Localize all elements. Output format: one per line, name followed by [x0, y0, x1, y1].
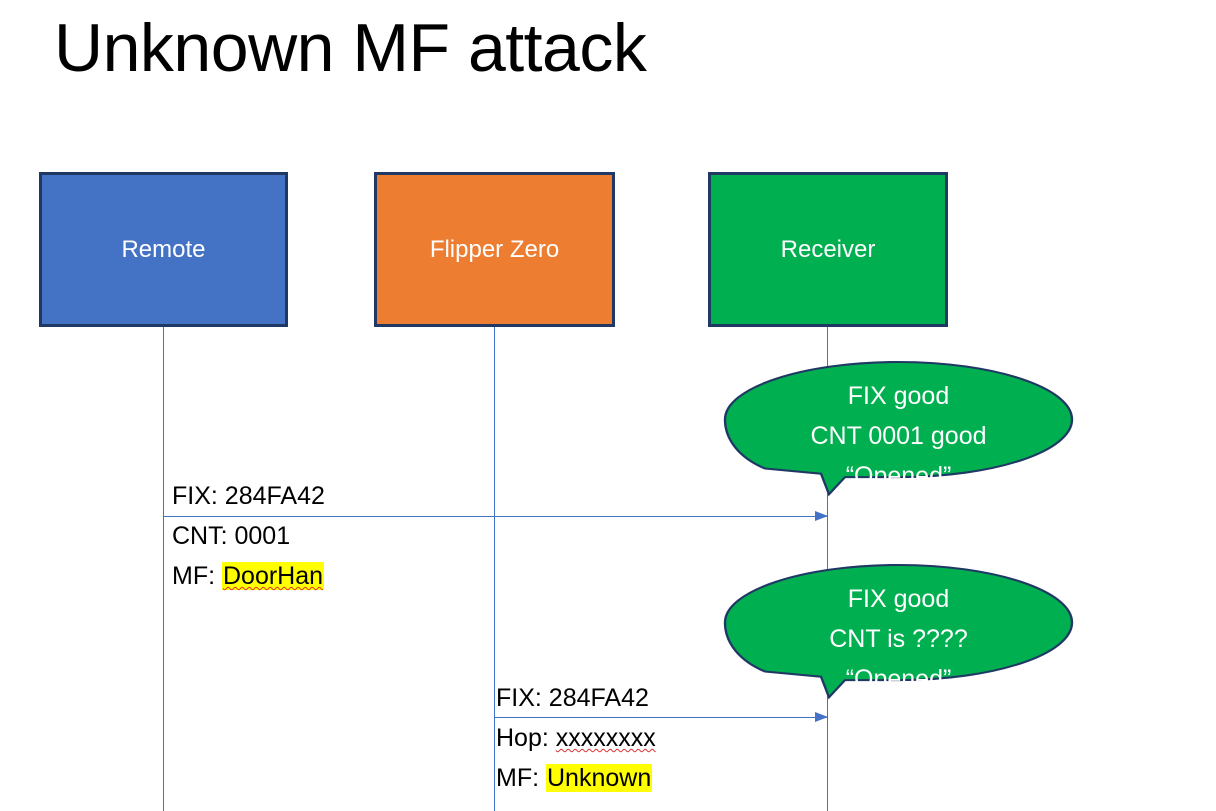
speech-bubble-shape-2 [723, 563, 1074, 700]
message2-line-mf-value: Unknown [546, 764, 653, 792]
lifeline-remote [163, 327, 164, 811]
actor-label-receiver: Receiver [780, 235, 876, 263]
actor-box-flipper[interactable]: Flipper Zero [374, 172, 615, 327]
message2-line-fix-prefix: FIX: [496, 684, 549, 712]
message2-line-mf-prefix: MF: [496, 764, 546, 792]
message2-line-fix: FIX: 284FA42 [496, 678, 656, 718]
message-line-fix-value: 284FA42 [224, 482, 325, 510]
message2-line-hop-prefix: Hop: [496, 724, 556, 752]
message-line-cnt: CNT: 0001 [172, 516, 325, 556]
message2-line-fix-value: 284FA42 [548, 684, 649, 712]
message-line-cnt-prefix: CNT: [172, 522, 235, 550]
message2-line-mf: MF: Unknown [496, 758, 656, 798]
speech-bubble-receiver-1[interactable]: FIX good CNT 0001 good “Opened” [723, 360, 1074, 497]
message-line-mf: MF: DoorHan [172, 556, 325, 596]
actor-box-receiver[interactable]: Receiver [708, 172, 948, 327]
message2-line-hop: Hop: xxxxxxxx [496, 718, 656, 758]
message-line-fix-prefix: FIX: [172, 482, 225, 510]
message-arrow-remote-to-receiver [163, 511, 828, 521]
speech-bubble-receiver-2[interactable]: FIX good CNT is ???? “Opened” [723, 563, 1074, 700]
message-label-remote-to-receiver: FIX: 284FA42 CNT: 0001 MF: DoorHan [172, 476, 325, 596]
actor-label-remote: Remote [121, 235, 206, 263]
actor-box-remote[interactable]: Remote [39, 172, 288, 327]
message-line-cnt-value: 0001 [234, 522, 291, 550]
message-label-flipper-to-receiver: FIX: 284FA42 Hop: xxxxxxxx MF: Unknown [496, 678, 656, 798]
message2-line-hop-value: xxxxxxxx [555, 724, 656, 752]
page-title: Unknown MF attack [54, 10, 647, 86]
message-line-mf-prefix: MF: [172, 562, 222, 590]
message-line-mf-value: DoorHan [222, 562, 325, 590]
message-line-fix: FIX: 284FA42 [172, 476, 325, 516]
speech-bubble-shape-1 [723, 360, 1074, 497]
lifeline-flipper [494, 327, 495, 811]
message-arrow-flipper-to-receiver [494, 712, 828, 722]
actor-label-flipper: Flipper Zero [429, 235, 560, 263]
